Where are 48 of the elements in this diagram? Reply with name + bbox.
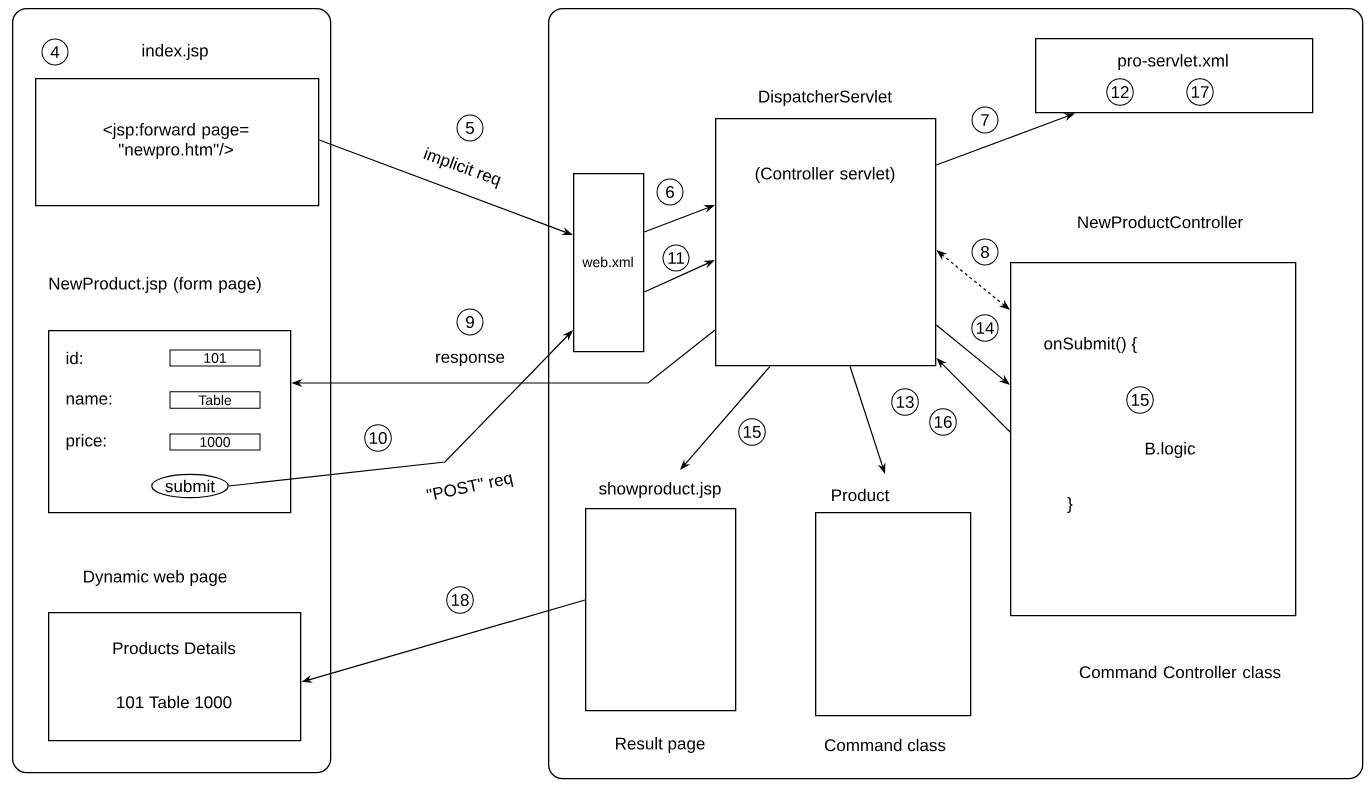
page-caption: Result page — [616, 737, 705, 753]
step-number: 4 — [41, 38, 69, 66]
step-number: 15 — [1126, 386, 1154, 414]
field-label: id: — [66, 351, 82, 365]
page-heading: showproduct.jsp — [599, 482, 721, 498]
file-heading: index.jsp — [142, 44, 208, 60]
step-number: 6 — [656, 178, 684, 206]
input-field: 1000 — [169, 433, 261, 451]
arrow-label: response — [434, 352, 506, 368]
submit-button: submit — [151, 473, 229, 499]
field-label: name: — [66, 395, 112, 405]
step-number: 7 — [971, 106, 999, 134]
file-name: web.xml — [582, 256, 633, 268]
page-heading: NewProduct.jsp (form page) — [49, 277, 261, 293]
step-number: 5 — [456, 114, 484, 142]
step-number: 13 — [891, 388, 919, 416]
controller-heading: NewProductController — [1078, 215, 1243, 229]
step-number: 9 — [456, 308, 484, 336]
step-number: 17 — [1186, 78, 1214, 106]
arrow — [936, 358, 1011, 433]
servlet-text: (Controller servlet) — [755, 167, 895, 183]
code-text: <jsp:forward page= "newpro.htm"/> — [103, 123, 249, 159]
page-heading: Dynamic web page — [84, 570, 227, 586]
field-label: price: — [66, 434, 106, 450]
code-text: onSubmit() { — [1044, 337, 1137, 353]
arrow — [935, 324, 1010, 385]
input-field: Table — [169, 391, 261, 409]
step-number: 16 — [929, 408, 957, 436]
step-number: 18 — [446, 586, 474, 614]
arrow — [228, 330, 573, 487]
input-field: 101 — [169, 349, 261, 367]
step-number: 15 — [738, 418, 766, 446]
servlet-heading: DispatcherServlet — [759, 90, 892, 106]
code-text: } — [1067, 497, 1073, 513]
class-heading: Product — [832, 488, 890, 502]
arrow — [680, 365, 771, 470]
class-caption: Command class — [824, 738, 946, 752]
step-number: 11 — [662, 244, 690, 272]
arrow-label: "POST" req — [424, 470, 516, 506]
class-caption: Command Controller class — [1079, 665, 1281, 679]
step-number: 8 — [971, 238, 999, 266]
result-text: 101 Table 1000 — [117, 695, 232, 709]
code-text: B.logic — [1145, 442, 1196, 458]
result-text: Products Details — [113, 641, 236, 655]
step-number: 10 — [364, 424, 392, 452]
file-name: pro-servlet.xml — [1118, 54, 1228, 70]
step-number: 14 — [971, 314, 999, 342]
step-number: 12 — [1106, 78, 1134, 106]
